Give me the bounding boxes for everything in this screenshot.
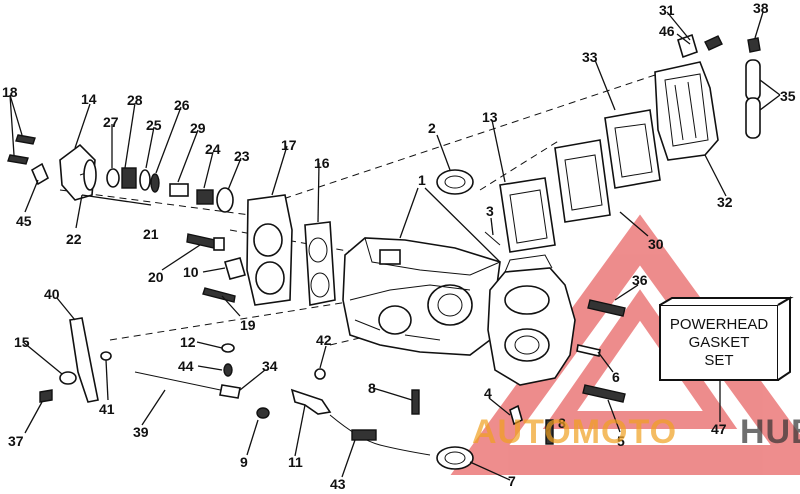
callout-38: 38 — [753, 0, 769, 16]
oil-seal-top — [436, 169, 474, 195]
bolt-19 — [202, 287, 236, 303]
callout-27: 27 — [103, 114, 119, 130]
callout-35: 35 — [780, 88, 796, 104]
callout-3: 3 — [486, 203, 494, 219]
callout-32: 32 — [717, 194, 733, 210]
callout-28: 28 — [127, 92, 143, 108]
callout-8b: 8 — [558, 415, 566, 431]
callout-37: 37 — [8, 433, 24, 449]
callout-23: 23 — [234, 148, 250, 164]
plug-20 — [186, 233, 225, 251]
callout-24: 24 — [205, 141, 221, 157]
callout-15: 15 — [14, 334, 30, 350]
callout-11: 11 — [288, 454, 303, 470]
callout-45: 45 — [16, 213, 32, 229]
oil-seal-bottom — [436, 446, 474, 470]
callout-29: 29 — [190, 120, 206, 136]
callout-22: 22 — [66, 231, 82, 247]
dowel-6 — [576, 344, 601, 357]
kit-label-line-2: GASKET — [689, 334, 750, 351]
pin-4 — [509, 404, 523, 426]
watermark-part-2: HUB — [740, 413, 800, 451]
clip-45 — [30, 162, 50, 186]
gasket-kit-box: POWERHEAD GASKET SET — [659, 296, 794, 381]
callout-44: 44 — [178, 358, 194, 374]
callout-10: 10 — [183, 264, 199, 280]
callout-16: 16 — [314, 155, 330, 171]
screws-18 — [7, 134, 36, 165]
kit-label-line-1: POWERHEAD — [670, 316, 769, 333]
pin-3 — [484, 231, 501, 246]
callout-20: 20 — [148, 269, 164, 285]
callout-25: 25 — [146, 117, 162, 133]
callout-34: 34 — [262, 358, 278, 374]
callout-43: 43 — [330, 476, 346, 492]
callout-13: 13 — [482, 109, 498, 125]
crankcase-block — [342, 237, 501, 356]
leader-lines — [9, 11, 781, 481]
callout-41: 41 — [99, 401, 115, 417]
callout-5: 5 — [617, 433, 625, 449]
stud-8a — [411, 389, 420, 415]
callout-21: 21 — [143, 226, 159, 242]
callout-8a: 8 — [368, 380, 376, 396]
callout-7: 7 — [508, 473, 516, 489]
callout-46: 46 — [659, 23, 675, 39]
throttle-lever — [39, 317, 112, 403]
cable-43 — [329, 414, 431, 456]
cylinder-head-block — [487, 254, 576, 386]
callout-12: 12 — [180, 334, 196, 350]
watermark-text: AUTOMOTO HUB — [472, 413, 800, 451]
bolt-36 — [587, 299, 626, 317]
watermark-part-1: AUTOMOTO — [472, 413, 677, 451]
callout-39: 39 — [133, 424, 149, 440]
clip-10 — [224, 257, 246, 280]
callout-2: 2 — [428, 120, 436, 136]
callout-9: 9 — [240, 454, 248, 470]
screw-9 — [256, 407, 270, 419]
link-rod — [134, 343, 241, 399]
callout-30: 30 — [648, 236, 664, 252]
thermostat-parts — [83, 159, 234, 213]
callout-31: 31 — [659, 2, 675, 18]
exhaust-gaskets — [499, 109, 661, 253]
callout-26: 26 — [174, 97, 190, 113]
fitting-bolts — [677, 33, 761, 59]
kit-label-line-3: SET — [704, 352, 733, 369]
manifold-gasket — [304, 221, 336, 306]
callout-4: 4 — [484, 385, 492, 401]
callout-42: 42 — [316, 332, 332, 348]
callout-18: 18 — [2, 84, 18, 100]
callout-36: 36 — [632, 272, 648, 288]
callout-17: 17 — [281, 137, 297, 153]
callout-33: 33 — [582, 49, 598, 65]
bolt-5 — [582, 384, 626, 403]
callout-47: 47 — [711, 421, 727, 437]
water-tubes — [745, 59, 761, 139]
intake-manifold — [246, 194, 293, 306]
callout-1: 1 — [418, 172, 426, 188]
callout-6: 6 — [612, 369, 620, 385]
exhaust-cover — [654, 61, 719, 161]
callout-40: 40 — [44, 286, 60, 302]
washer-42 — [314, 368, 326, 380]
callout-19: 19 — [240, 317, 256, 333]
bracket-11 — [290, 388, 332, 415]
callout-14: 14 — [81, 91, 97, 107]
